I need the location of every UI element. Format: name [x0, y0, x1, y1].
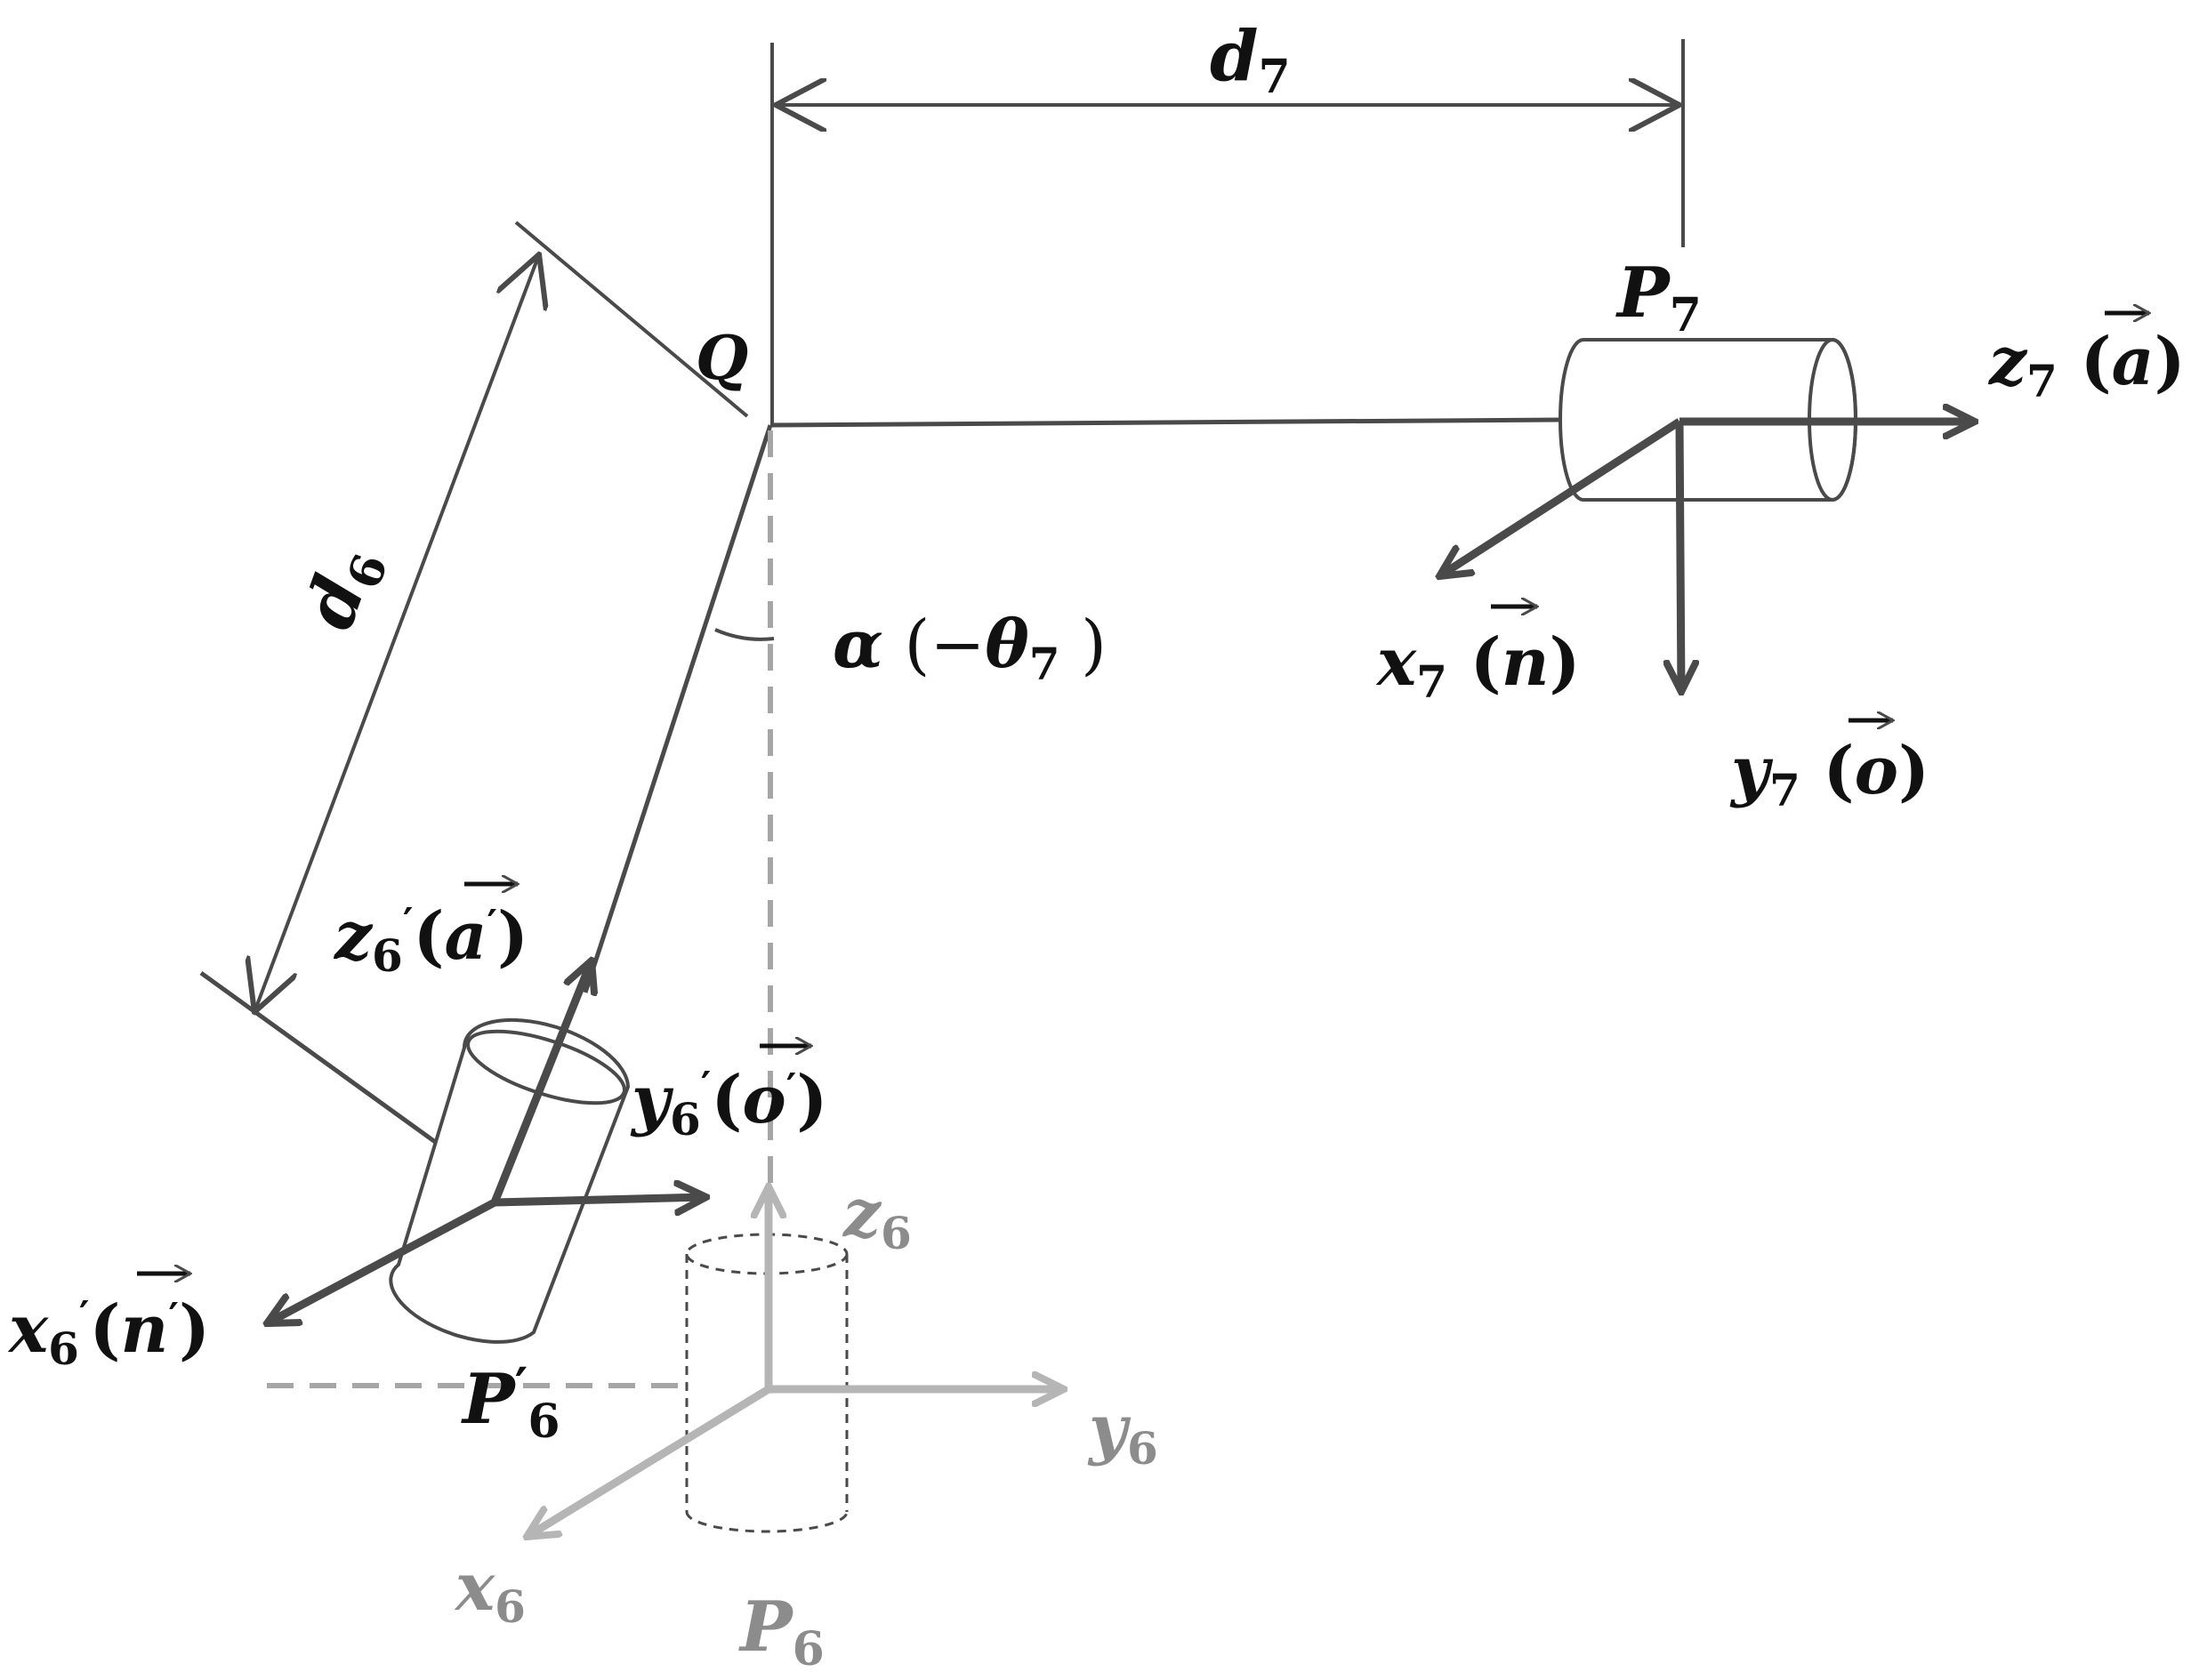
z6-axis-label: z6: [842, 1176, 912, 1259]
svg-text:z7 (a): z7 (a): [1987, 324, 2186, 407]
y6-prime-axis-label: y6′(o′): [630, 1046, 827, 1145]
y6-axis-label: y6: [1087, 1391, 1158, 1475]
svg-text:x7 (n): x7 (n): [1375, 624, 1581, 708]
p6-frame-axes: [527, 1186, 1064, 1537]
alpha-angle-label: α (−θ7 ): [833, 607, 1107, 690]
d6-dimension: [199, 221, 749, 1146]
x6-prime-axis-label: x6′(n′): [7, 1274, 210, 1375]
link-segments: [583, 417, 1563, 993]
dashed-reference-lines: [267, 430, 773, 1388]
p6-label: P6: [738, 1587, 825, 1676]
p6-prime-cylinder: [389, 1017, 631, 1344]
x6-axis-label: x6: [454, 1549, 526, 1633]
svg-text:y7 (o): y7 (o): [1729, 733, 1929, 816]
p6-prime-frame-axes: [267, 961, 706, 1323]
svg-text:y6′(o′): y6′(o′): [630, 1062, 827, 1145]
d6-label: d6: [288, 535, 399, 641]
x7-axis-label: x7 (n): [1375, 607, 1581, 708]
p6-prime-label: P′6: [461, 1357, 560, 1449]
alpha-angle-arc: [714, 628, 775, 641]
z6-prime-axis-label: z6′(a′): [333, 884, 528, 982]
svg-text:x6′(n′): x6′(n′): [7, 1291, 210, 1375]
y7-axis-label: y7 (o): [1729, 720, 1929, 816]
d7-dimension: [770, 39, 1685, 425]
p7-label: P7: [1615, 253, 1702, 342]
d7-label: d7: [1210, 16, 1291, 104]
svg-text:z6′(a′): z6′(a′): [333, 898, 528, 982]
z7-axis-label: z7 (a): [1987, 313, 2186, 407]
p7-frame-axes: [1439, 422, 1975, 692]
q-point-label: Q: [696, 323, 748, 394]
